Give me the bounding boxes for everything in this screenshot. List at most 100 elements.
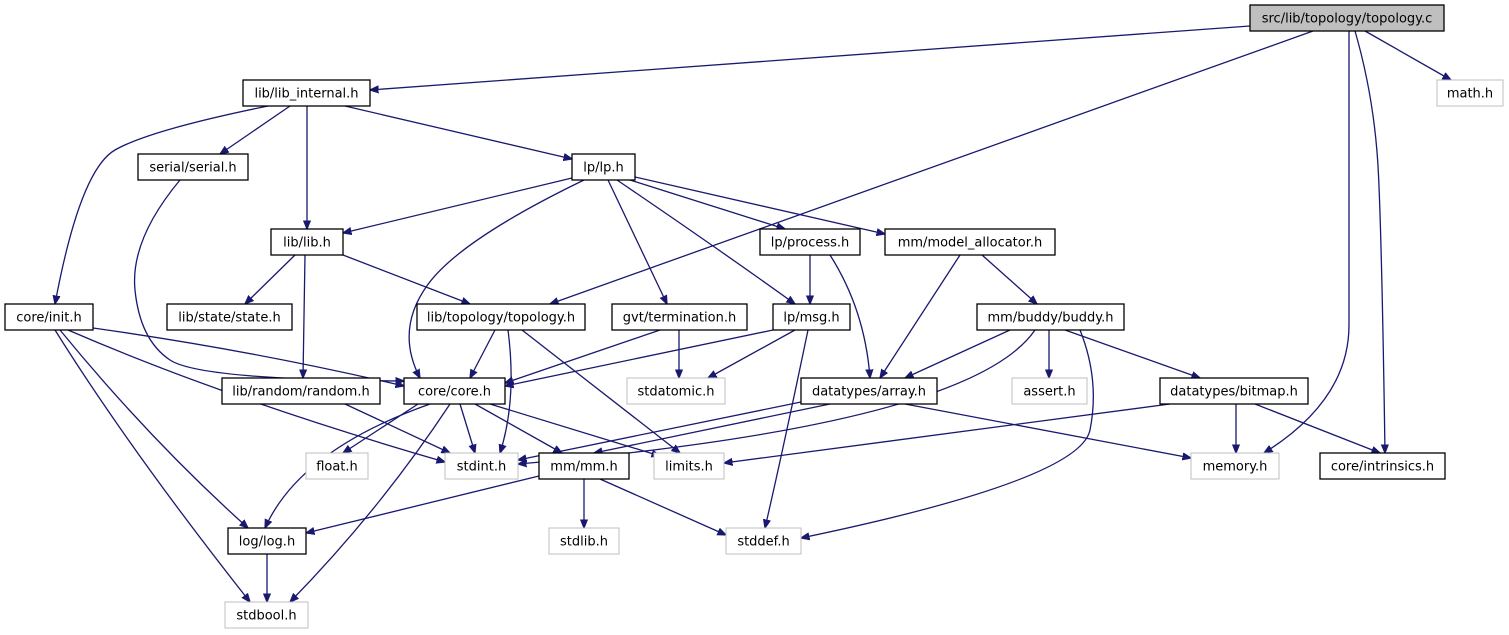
node-model-allocator[interactable]: mm/model_allocator.h [884,228,1056,256]
node-box[interactable] [1159,377,1309,405]
node-lib[interactable]: lib/lib.h [270,228,344,256]
edge-core-to-float [343,403,419,453]
node-label: src/lib/topology/topology.c [1262,12,1433,27]
edge-lib-to-random [303,254,305,378]
node-topology-c[interactable]: src/lib/topology/topology.c [1249,4,1445,32]
node-box[interactable] [221,377,381,405]
node-init[interactable]: core/init.h [4,303,94,331]
node-box[interactable] [403,377,506,405]
node-box[interactable] [166,303,293,331]
node-label: stdbool.h [236,609,296,624]
node-label: lib/topology/topology.h [427,311,575,326]
node-box[interactable] [800,377,938,405]
edge-lib_internal-to-init [55,105,269,304]
node-box [653,452,725,480]
edge-topology_c-to-math [1364,30,1451,80]
node-box[interactable] [242,79,371,107]
edge-buddy-to-bitmap [1064,329,1200,378]
node-label: stdlib.h [560,535,608,550]
node-label: core/core.h [418,385,491,400]
edge-mm-to-stddef [599,478,726,535]
edge-lp-to-core [408,179,585,378]
edge-lib-to-state [245,254,296,304]
edge-core-to-stdbool [290,403,451,602]
node-box[interactable] [227,527,307,555]
node-label: lp/msg.h [783,311,839,326]
node-random[interactable]: lib/random/random.h [221,377,381,405]
node-box[interactable] [976,303,1125,331]
node-box[interactable] [416,303,586,331]
node-label: memory.h [1203,460,1268,475]
node-stddef: stddef.h [725,527,802,555]
node-log[interactable]: log/log.h [227,527,307,555]
node-label: lib/lib.h [283,236,331,251]
node-mm[interactable]: mm/mm.h [538,452,630,480]
node-box[interactable] [772,303,851,331]
node-topology-h[interactable]: lib/topology/topology.h [416,303,586,331]
node-label: lib/lib_internal.h [254,87,358,102]
edge-buddy-to-stddef [801,329,1094,538]
node-serial[interactable]: serial/serial.h [137,153,249,181]
node-box[interactable] [1249,4,1445,32]
node-label: lib/state/state.h [178,311,280,326]
node-label: stddef.h [737,535,789,550]
node-box[interactable] [4,303,94,331]
node-box [444,452,519,480]
node-buddy[interactable]: mm/buddy/buddy.h [976,303,1125,331]
edge-core-to-mm [474,403,562,453]
node-label: core/init.h [16,311,81,326]
edge-topology_h-to-stdint [500,329,512,453]
edge-lib_internal-to-serial [220,105,291,154]
node-lp[interactable]: lp/lp.h [571,153,636,181]
edge-lp-to-lib [343,177,573,233]
node-box[interactable] [759,228,861,256]
node-box [725,527,802,555]
edge-bitmap-to-intrinsics [1254,403,1380,453]
node-label: log/log.h [239,535,295,550]
node-label: stdint.h [457,460,506,475]
node-box[interactable] [137,153,249,181]
edge-array-to-mm [594,403,831,453]
node-box[interactable] [571,153,636,181]
node-core[interactable]: core/core.h [403,377,506,405]
node-box [305,452,369,480]
node-stdlib: stdlib.h [548,527,620,555]
node-stdbool: stdbool.h [224,601,309,629]
node-box[interactable] [1319,452,1446,480]
node-box[interactable] [611,303,748,331]
file-nodes: src/lib/topology/topology.c lib/lib_inter… [4,4,1504,629]
node-msg[interactable]: lp/msg.h [772,303,851,331]
edge-lib_internal-to-lp [344,105,572,159]
node-memory: memory.h [1190,452,1280,480]
edge-topology_c-to-lib_internal [370,25,1251,90]
edge-msg-to-stdatomic [708,329,796,378]
node-intrinsics[interactable]: core/intrinsics.h [1319,452,1446,480]
node-box [1011,377,1088,405]
node-assert: assert.h [1011,377,1088,405]
edge-init-to-log [59,329,248,528]
edge-model_allocator-to-array [880,254,961,378]
edge-msg-to-stddef [765,329,809,528]
edge-topology_h-to-core [470,329,496,378]
node-box[interactable] [538,452,630,480]
node-array[interactable]: datatypes/array.h [800,377,938,405]
node-process[interactable]: lp/process.h [759,228,861,256]
edge-buddy-to-array [905,329,1011,378]
edge-mm-to-log [306,475,540,533]
node-label: lib/random/random.h [232,385,369,400]
node-box[interactable] [884,228,1056,256]
node-box [224,601,309,629]
node-bitmap[interactable]: datatypes/bitmap.h [1159,377,1309,405]
node-lib-internal[interactable]: lib/lib_internal.h [242,79,371,107]
edge-lp-to-termination [607,179,667,304]
node-label: mm/model_allocator.h [898,236,1043,251]
edge-topology_c-to-topology_h [550,30,1314,304]
edge-array-to-stdint [518,401,802,460]
node-termination[interactable]: gvt/termination.h [611,303,748,331]
edge-bitmap-to-limits [724,403,1171,463]
node-box[interactable] [270,228,344,256]
edge-termination-to-core [505,329,661,383]
node-stdint: stdint.h [444,452,519,480]
node-state[interactable]: lib/state/state.h [166,303,293,331]
node-label: assert.h [1023,385,1075,400]
